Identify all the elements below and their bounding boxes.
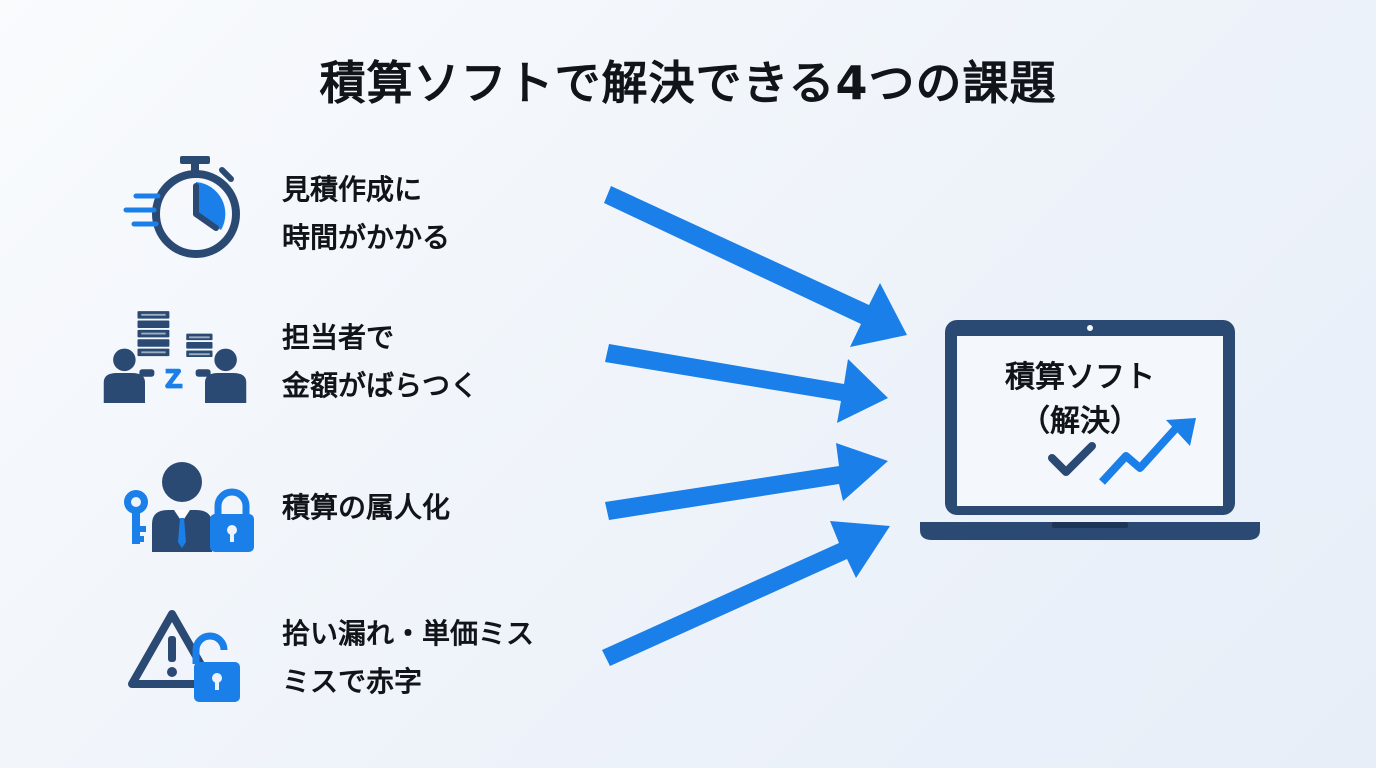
arrow-1 bbox=[604, 186, 907, 347]
issue-2-line-2: 金額がばらつく bbox=[282, 369, 479, 402]
arrow-3 bbox=[605, 443, 888, 520]
issue-1-line-1: 見積作成に bbox=[282, 173, 423, 206]
solution-line-1: 積算ソフト bbox=[1005, 360, 1155, 395]
solution-label: 積算ソフト （解決） bbox=[955, 356, 1205, 444]
stopwatch-icon bbox=[123, 156, 240, 258]
issue-text-1: 見積作成に 時間がかかる bbox=[282, 166, 450, 262]
page-title: 積算ソフトで解決できる4つの課題 bbox=[319, 56, 1057, 110]
arrow-2 bbox=[605, 344, 888, 423]
issue-2-line-1: 担当者で bbox=[282, 321, 395, 354]
issue-4-line-1: 拾い漏れ・単価ミス bbox=[282, 617, 535, 650]
arrow-4 bbox=[602, 521, 890, 666]
trend-up-icon bbox=[1099, 423, 1181, 485]
person-key-lock-icon bbox=[124, 462, 254, 552]
people-money-icon bbox=[103, 311, 247, 403]
warning-unlock-icon bbox=[128, 610, 240, 702]
solution-line-2: （解決） bbox=[1020, 404, 1140, 439]
issue-1-line-2: 時間がかかる bbox=[282, 221, 451, 254]
issue-text-3: 積算の属人化 bbox=[282, 484, 450, 532]
issue-text-2: 担当者で 金額がばらつく bbox=[282, 314, 478, 410]
laptop-icon bbox=[920, 320, 1260, 540]
check-icon bbox=[1048, 442, 1096, 476]
issue-text-4: 拾い漏れ・単価ミス ミスで赤字 bbox=[282, 610, 534, 706]
issue-4-line-2: ミスで赤字 bbox=[282, 665, 423, 698]
issue-3-line-1: 積算の属人化 bbox=[282, 491, 451, 524]
